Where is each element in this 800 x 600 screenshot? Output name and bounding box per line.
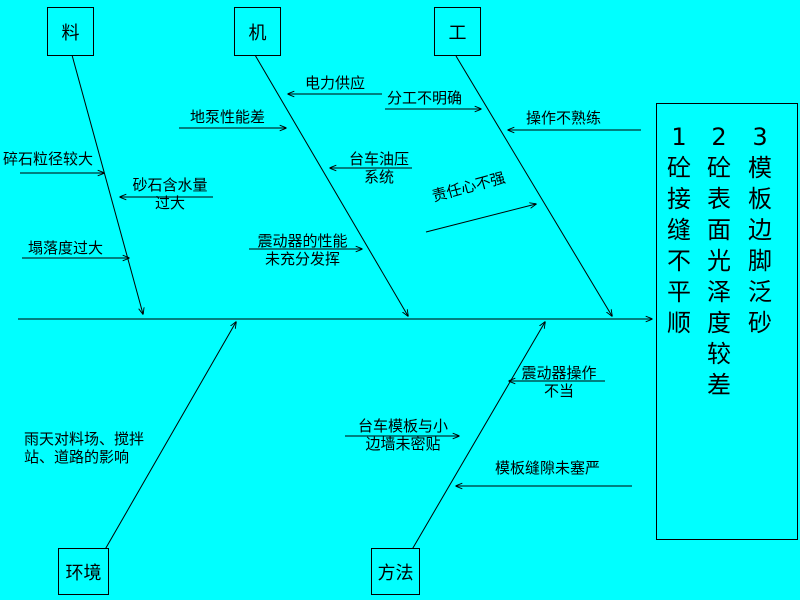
effect-2: 2 砼表面光泽度较差 (705, 122, 733, 401)
effect-1-number: 1 (671, 123, 687, 151)
cause-machine-4: 震动器的性能 未充分发挥 (257, 232, 348, 268)
bone-method (409, 322, 545, 554)
cause-material-3: 塌落度过大 (28, 239, 104, 257)
effect-3-number: 3 (752, 123, 768, 151)
bone-material (71, 54, 143, 314)
category-environment-box: 环境 (58, 548, 109, 595)
effect-box: 1 砼接缝不平顺 2 砼表面光泽度较差 3 模板边脚泛砂 (656, 103, 798, 540)
category-labor-box: 工 (434, 7, 481, 56)
cause-machine-3: 台车油压 系统 (348, 150, 409, 186)
category-machine-box: 机 (234, 7, 281, 56)
effect-3: 3 模板边脚泛砂 (746, 122, 774, 339)
cause-method-1: 震动器操作 不当 (521, 364, 597, 400)
effect-1-text: 砼接缝不平顺 (667, 154, 691, 337)
cause-material-1: 碎石粒径较大 (3, 150, 94, 168)
cause-method-3: 模板缝隙未塞严 (495, 459, 601, 477)
bone-labor (455, 55, 612, 316)
effect-2-text: 砼表面光泽度较差 (707, 154, 731, 399)
category-method-box: 方法 (371, 548, 420, 595)
bone-environment (102, 322, 236, 554)
cause-labor-2: 操作不熟练 (526, 109, 602, 127)
effect-3-text: 模板边脚泛砂 (748, 154, 772, 337)
cause-material-2: 砂石含水量 过大 (132, 176, 208, 212)
effect-1: 1 砼接缝不平顺 (665, 122, 693, 339)
category-material-box: 料 (47, 7, 94, 56)
cause-machine-1: 地泵性能差 (190, 108, 266, 126)
cause-labor-1: 分工不明确 (387, 89, 463, 107)
cause-method-2: 台车模板与小 边墙未密贴 (357, 417, 448, 453)
bone-machine (254, 54, 408, 316)
cause-machine-2: 电力供应 (305, 74, 366, 92)
cause-environment-1: 雨天对料场、搅拌 站、道路的影响 (24, 430, 145, 466)
effect-2-number: 2 (711, 123, 727, 151)
